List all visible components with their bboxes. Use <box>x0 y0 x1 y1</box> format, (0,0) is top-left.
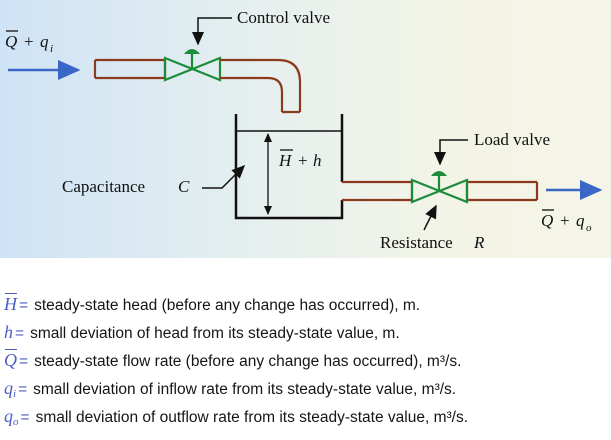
control-valve-label: Control valve <box>237 8 330 27</box>
inflow-sub: i <box>50 43 53 55</box>
diagram-panel: Q + q i Control valve <box>0 0 611 258</box>
capacitance-symbol: C <box>178 177 190 196</box>
resistance-label: Resistance <box>380 233 453 252</box>
definition-text: small deviation of inflow rate from its … <box>33 381 457 398</box>
outflow-label: Q + q o <box>541 209 592 234</box>
outflow-sub: o <box>586 222 592 234</box>
outflow-q-bar: Q <box>541 211 553 230</box>
level-arrow-top-icon <box>264 133 272 142</box>
liquid-level-system-diagram: Q + q i Control valve <box>5 8 603 252</box>
level-h-bar: H <box>278 151 293 170</box>
load-valve-label: Load valve <box>474 130 550 149</box>
load-valve <box>410 171 469 204</box>
definition-equals: = <box>18 381 28 398</box>
definition-equals: = <box>19 297 29 314</box>
definition-row: H= steady-state head (before any change h… <box>4 290 604 318</box>
symbol-definitions: H=steady-state head (before any change h… <box>4 290 604 430</box>
control-valve-pointer <box>192 17 232 46</box>
load-valve-handle-icon <box>431 171 447 176</box>
definition-equals: = <box>20 409 30 426</box>
capacitance-pointer <box>202 164 246 189</box>
definition-equals: = <box>15 325 25 342</box>
control-valve-handle-icon <box>184 49 200 54</box>
definition-row: Q= steady-state flow rate (before any cha… <box>4 346 604 374</box>
definition-symbol: qi <box>4 378 17 400</box>
outflow-plus: + <box>560 211 570 230</box>
level-label: H + h <box>278 149 322 170</box>
definition-text: steady-state head (before any change has… <box>34 297 421 314</box>
definition-symbol: Q <box>4 346 17 374</box>
definition-equals: = <box>19 353 29 370</box>
resistance-pointer <box>423 204 437 231</box>
inflow-plus: + <box>24 32 34 51</box>
resistance-symbol: R <box>473 233 485 252</box>
inflow-q: q <box>40 32 49 51</box>
level-plus: + <box>298 151 308 170</box>
definition-symbol: qo <box>4 406 19 428</box>
inflow-label: Q + q i <box>5 30 53 55</box>
capacitance-label: Capacitance <box>62 177 145 196</box>
definition-row: qi= small deviation of inflow rate from i… <box>4 374 604 402</box>
definition-row: qo= small deviation of outflow rate from … <box>4 402 604 430</box>
definition-row: h= small deviation of head from its stead… <box>4 318 604 346</box>
outflow-q: q <box>576 211 585 230</box>
definition-text: steady-state flow rate (before any chang… <box>34 353 462 370</box>
definition-symbol: h <box>4 322 13 342</box>
level-h: h <box>313 151 322 170</box>
definition-symbol: H <box>4 290 17 318</box>
inlet-elbow-pipe <box>220 58 302 114</box>
definition-text: small deviation of outflow rate from its… <box>35 409 469 426</box>
inlet-pipe <box>93 58 167 80</box>
control-valve <box>163 49 222 82</box>
load-valve-pointer <box>434 139 468 166</box>
inflow-q-bar: Q <box>5 32 17 51</box>
definition-text: small deviation of head from its steady-… <box>30 325 400 342</box>
level-arrow-bottom-icon <box>264 206 272 215</box>
